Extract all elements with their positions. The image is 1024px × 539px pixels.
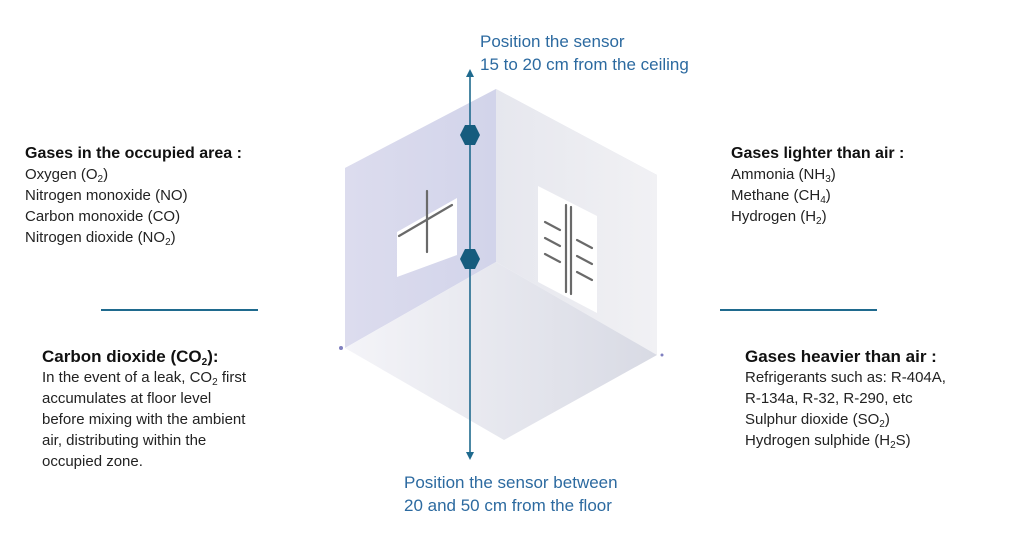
co2-text-line: accumulates at floor level [42, 390, 212, 407]
co2-block: Carbon dioxide (CO2): In the event of a … [42, 346, 246, 472]
floor-position-note: Position the sensor between 20 and 50 cm… [404, 471, 618, 517]
gas-item: Hydrogen sulphide (H2S) [745, 432, 911, 451]
gas-item: Nitrogen monoxide (NO) [25, 187, 188, 204]
gas-item: Ammonia (NH3) [731, 166, 836, 185]
gas-item: R-134a, R-32, R-290, etc [745, 390, 913, 407]
co2-text-line: before mixing with the ambient [42, 411, 246, 428]
floor-note-line1: Position the sensor between [404, 473, 618, 492]
right-window [538, 186, 597, 313]
gas-item: Refrigerants such as: R-404A, [745, 369, 946, 386]
gas-item: Oxygen (O2) [25, 166, 109, 185]
left-divider [101, 309, 258, 311]
lighter-than-air-gases: Gases lighter than air : Ammonia (NH3) M… [731, 143, 904, 227]
right-divider [720, 309, 877, 311]
gas-item: Hydrogen (H2) [731, 208, 827, 227]
arrow-up-icon [466, 69, 474, 77]
floor-note-line2: 20 and 50 cm from the floor [404, 496, 612, 515]
occupied-area-gases: Gases in the occupied area : Oxygen (O2)… [25, 143, 242, 248]
gas-item: Sulphur dioxide (SO2) [745, 411, 890, 430]
ceiling-note-line1: Position the sensor [480, 32, 625, 51]
co2-text-line: air, distributing within the [42, 432, 207, 449]
ceiling-position-note: Position the sensor 15 to 20 cm from the… [480, 30, 689, 76]
lighter-than-air-title: Gases lighter than air : [731, 145, 905, 162]
co2-title: Carbon dioxide (CO2): [42, 347, 219, 368]
heavier-than-air-gases: Gases heavier than air : Refrigerants su… [745, 346, 946, 451]
co2-text-line: occupied zone. [42, 453, 143, 470]
ceiling-sensor-icon [460, 125, 480, 145]
left-window-frame [397, 189, 454, 254]
floor-sensor-icon [460, 249, 480, 269]
floor-plane [345, 262, 657, 440]
occupied-area-title: Gases in the occupied area : [25, 145, 242, 162]
co2-text-line: In the event of a leak, CO2 first [42, 369, 247, 388]
gas-item: Nitrogen dioxide (NO2) [25, 229, 176, 248]
arrow-down-icon [466, 452, 474, 460]
heavier-than-air-title: Gases heavier than air : [745, 347, 937, 366]
gas-item: Methane (CH4) [731, 187, 831, 206]
ceiling-note-line2: 15 to 20 cm from the ceiling [480, 55, 689, 74]
gas-item: Carbon monoxide (CO) [25, 208, 181, 225]
right-window-frame [543, 203, 594, 296]
left-wall [345, 89, 496, 348]
